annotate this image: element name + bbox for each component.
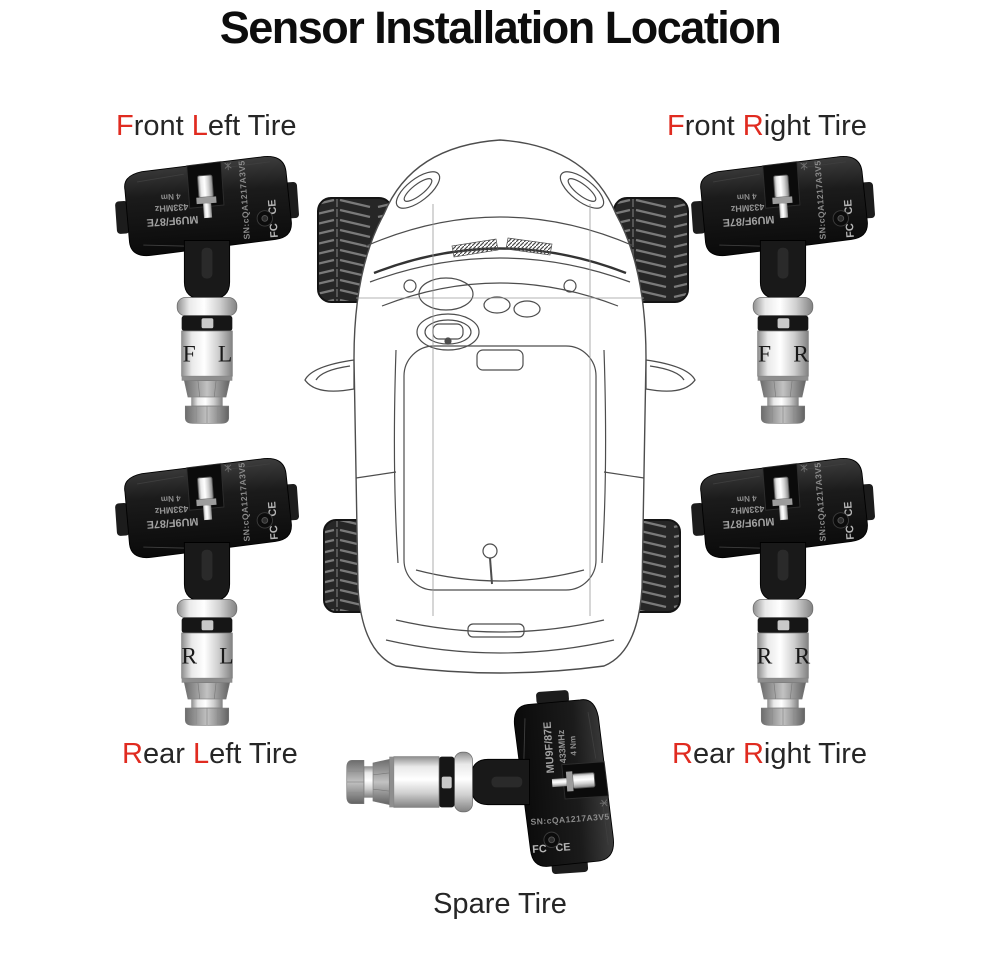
- antenna-icon: [599, 799, 608, 807]
- fcc-mark: FC: [532, 843, 547, 856]
- center-console: [476, 349, 524, 371]
- body-model-text: MU9F/87E: [146, 515, 199, 531]
- sensor-clamp: [183, 542, 231, 602]
- antenna-icon: [224, 464, 232, 473]
- sensor-front-right: MU9F/87E 433MHz 4 Nm SN:cQA1217A3V5 FC C…: [688, 150, 878, 426]
- label-rear-right-tire: Rear Right Tire: [672, 738, 868, 770]
- body-model-text: MU9F/87E: [146, 213, 199, 229]
- car-body-outline: [353, 139, 647, 674]
- sensor-body: MU9F/87E 433MHz 4 Nm SN:cQA1217A3V5 FC C…: [691, 458, 875, 559]
- label-initial: L: [191, 110, 208, 142]
- page-title: Sensor Installation Location: [219, 2, 782, 53]
- ce-mark: CE: [266, 501, 279, 517]
- label-initial: R: [742, 110, 764, 142]
- sensor-clamp: [759, 240, 807, 300]
- sensor-front-left: MU9F/87E 433MHz 4 Nm SN:cQA1217A3V5 FC C…: [112, 150, 302, 426]
- valve-stem: F R: [752, 297, 817, 424]
- antenna-icon: [224, 162, 232, 171]
- label-initial: F: [116, 110, 134, 142]
- fcc-mark: FC: [268, 223, 281, 238]
- antenna: [482, 543, 498, 585]
- ce-mark: CE: [842, 199, 855, 215]
- label-rear-left-tire: Rear Left Tire: [122, 738, 298, 770]
- valve-stem: [346, 751, 473, 813]
- body-frequency-text: 433MHz: [730, 504, 765, 516]
- wiper-right: [505, 237, 553, 256]
- fcc-mark: FC: [268, 525, 281, 540]
- label-initial: L: [192, 738, 210, 770]
- body-torque-text: 4 Nm: [161, 493, 181, 503]
- body-frequency-text: 433MHz: [556, 729, 568, 764]
- sensor-body: MU9F/87E 433MHz 4 Nm SN:cQA1217A3V5 FC C…: [115, 458, 299, 559]
- fcc-mark: FC: [844, 525, 857, 540]
- sensor-rear-left: MU9F/87E 433MHz 4 Nm SN:cQA1217A3V5 FC C…: [112, 452, 302, 728]
- cup-holder: [483, 296, 511, 314]
- position-label: R L: [181, 644, 241, 670]
- label-front-right-tire: Front Right Tire: [667, 110, 867, 142]
- fcc-mark: FC: [844, 223, 857, 238]
- body-torque-text: 4 Nm: [737, 493, 757, 503]
- valve-stem: R R: [752, 599, 819, 726]
- roof-panel: [403, 345, 597, 591]
- side-mirror-right: [645, 359, 696, 392]
- ce-mark: CE: [266, 199, 279, 215]
- valve-stem: F L: [176, 297, 241, 424]
- body-frequency-text: 433MHz: [154, 504, 189, 516]
- body-model-text: MU9F/87E: [722, 213, 775, 229]
- body-torque-text: 4 Nm: [737, 191, 757, 201]
- label-initial: F: [667, 110, 685, 142]
- sensor-clamp: [470, 758, 530, 806]
- sensor-body: MU9F/87E 433MHz 4 Nm SN:cQA1217A3V5 FC C…: [513, 690, 614, 874]
- label-initial: R: [122, 738, 143, 770]
- label-spare-tire: Spare Tire: [433, 888, 567, 920]
- position-label: R R: [757, 644, 819, 670]
- sensor-spare: MU9F/87E 433MHz 4 Nm SN:cQA1217A3V5 FC C…: [344, 687, 620, 877]
- body-frequency-text: 433MHz: [154, 202, 189, 214]
- position-label: F R: [758, 342, 817, 368]
- car-top-view-diagram: [304, 139, 696, 674]
- body-model-text: MU9F/87E: [722, 515, 775, 531]
- label-front-left-tire: Front Left Tire: [116, 110, 297, 142]
- sensor-clamp: [759, 542, 807, 602]
- side-mirror-left: [304, 359, 355, 392]
- body-torque-text: 4 Nm: [568, 736, 578, 756]
- body-model-text: MU9F/87E: [542, 721, 558, 774]
- label-initial: R: [742, 738, 764, 770]
- label-initial: R: [672, 738, 693, 770]
- car-body-details: [355, 171, 645, 654]
- sensor-clamp: [183, 240, 231, 300]
- body-frequency-text: 433MHz: [730, 202, 765, 214]
- antenna-icon: [800, 162, 808, 171]
- sensor-body: MU9F/87E 433MHz 4 Nm SN:cQA1217A3V5 FC C…: [691, 156, 875, 257]
- instrument-cluster: [418, 277, 474, 311]
- ce-mark: CE: [555, 841, 571, 854]
- valve-stem: R L: [176, 599, 241, 726]
- sensor-rear-right: MU9F/87E 433MHz 4 Nm SN:cQA1217A3V5 FC C…: [688, 452, 878, 728]
- sensor-body: MU9F/87E 433MHz 4 Nm SN:cQA1217A3V5 FC C…: [115, 156, 299, 257]
- cup-holder: [513, 300, 541, 318]
- headlight-right: [559, 171, 605, 209]
- antenna-icon: [800, 464, 808, 473]
- ce-mark: CE: [842, 501, 855, 517]
- position-label: F L: [183, 342, 241, 368]
- headlight-left: [395, 171, 441, 209]
- wiper-left: [451, 238, 499, 258]
- body-torque-text: 4 Nm: [161, 191, 181, 201]
